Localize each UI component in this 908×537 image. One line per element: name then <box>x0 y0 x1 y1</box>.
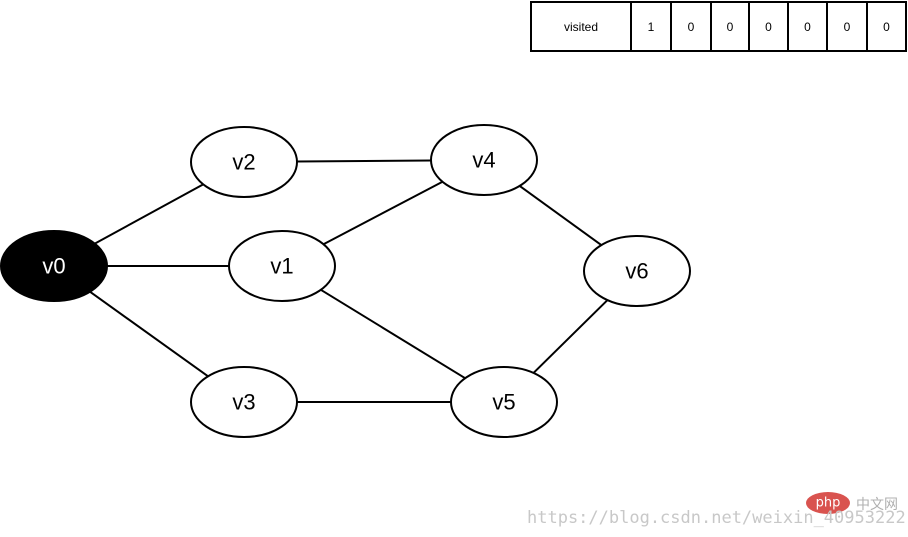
node-shape <box>450 366 558 438</box>
node-label: v6 <box>625 259 648 284</box>
node-label: v4 <box>472 148 495 173</box>
php-logo <box>806 492 850 514</box>
edge-v1-v5 <box>320 288 466 380</box>
node-label: v1 <box>270 254 293 279</box>
php-logo-text: php <box>816 496 841 511</box>
visited-cell-value: 1 <box>648 20 655 34</box>
visited-cell-value: 0 <box>727 20 734 34</box>
graph-nodes: v0 v1 v2 v3 v4 v5 v6 <box>0 124 691 438</box>
node-label: v0 <box>42 254 65 279</box>
visited-cell <box>748 1 789 52</box>
node-v0: v0 <box>0 230 108 302</box>
node-v5: v5 <box>450 366 558 438</box>
visited-cell-value: 0 <box>883 20 890 34</box>
node-v6: v6 <box>583 235 691 307</box>
watermark-url: https://blog.csdn.net/weixin_40953222 <box>527 508 906 528</box>
node-label: v3 <box>232 390 255 415</box>
visited-cell-value: 0 <box>765 20 772 34</box>
visited-cell-value: 0 <box>844 20 851 34</box>
visited-cells: 1 0 0 0 0 0 0 <box>630 1 907 52</box>
edge-v1-v4 <box>323 180 443 246</box>
node-v2: v2 <box>190 126 298 198</box>
node-v1: v1 <box>228 230 336 302</box>
node-shape <box>228 230 336 302</box>
visited-label: visited <box>564 20 598 34</box>
node-shape <box>583 235 691 307</box>
visited-cell <box>670 1 712 52</box>
site-name: 中文网 <box>856 497 898 513</box>
node-label: v2 <box>232 150 255 175</box>
node-shape <box>190 126 298 198</box>
graph-edges <box>89 159 609 403</box>
edge-v2-v4 <box>296 159 432 163</box>
visited-cell-value: 0 <box>804 20 811 34</box>
visited-cell-value: 0 <box>688 20 695 34</box>
visited-cell <box>866 1 907 52</box>
edge-v5-v6 <box>532 299 609 374</box>
node-shape <box>190 366 298 438</box>
visited-label-cell <box>530 1 632 52</box>
edge-v0-v3 <box>89 290 209 378</box>
edge-v4-v6 <box>519 185 602 246</box>
node-shape <box>430 124 538 196</box>
watermark: php 中文网 https://blog.csdn.net/weixin_409… <box>527 492 906 528</box>
node-label: v5 <box>492 390 515 415</box>
visited-table: visited 1 0 0 0 0 0 0 <box>530 1 907 52</box>
node-v3: v3 <box>190 366 298 438</box>
visited-cell <box>630 1 672 52</box>
edge-v0-v2 <box>94 183 204 245</box>
visited-cell <box>826 1 868 52</box>
node-shape <box>0 230 108 302</box>
node-v4: v4 <box>430 124 538 196</box>
